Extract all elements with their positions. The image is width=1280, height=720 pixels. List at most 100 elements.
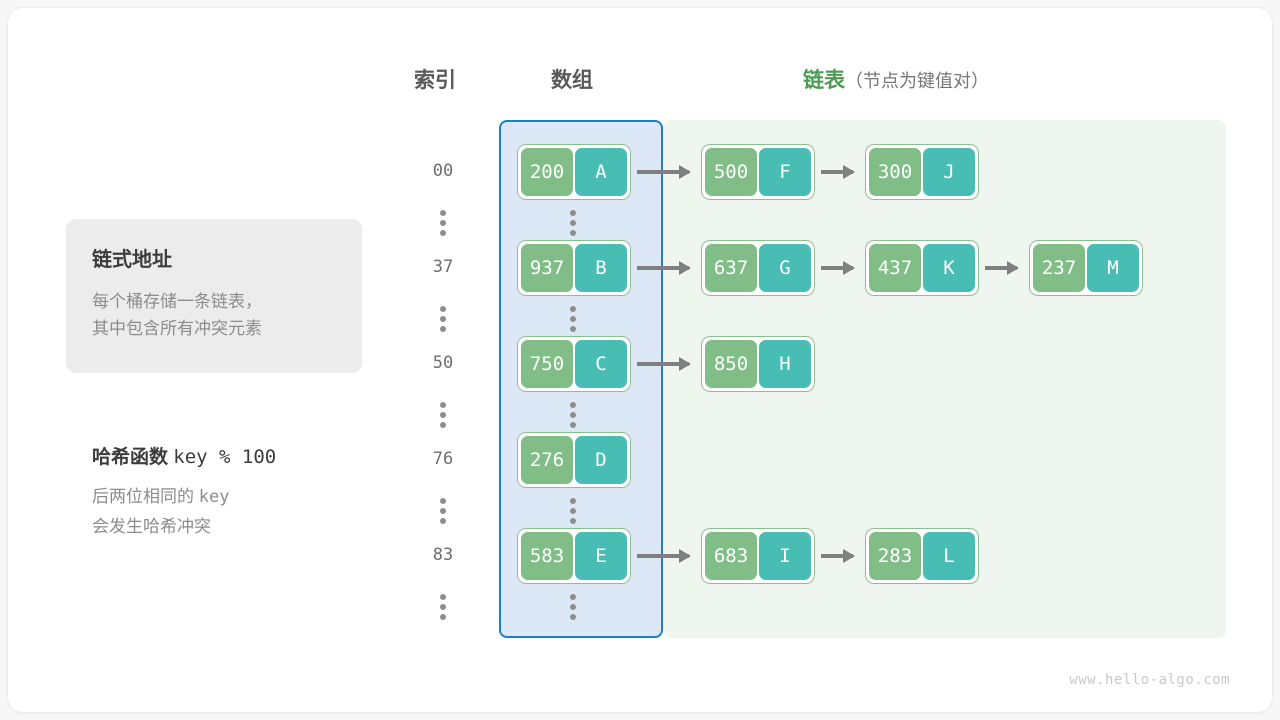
ellipsis-dot <box>570 306 576 312</box>
chain-arrow-icon <box>637 261 691 275</box>
node-value: H <box>759 340 811 388</box>
chain-arrow-icon <box>821 261 855 275</box>
node-key: 300 <box>869 148 921 196</box>
header-linked-list: 链表（节点为键值对） <box>803 64 989 94</box>
chain-arrow-icon <box>985 261 1019 275</box>
ellipsis-dot <box>440 422 446 428</box>
node-key: 283 <box>869 532 921 580</box>
chain-arrow-icon <box>821 165 855 179</box>
ellipsis-dot <box>570 498 576 504</box>
ellipsis-dot <box>440 326 446 332</box>
hash-function-code: key % 100 <box>173 446 277 468</box>
watermark: www.hello-algo.com <box>1069 672 1230 688</box>
hash-note-line-1-text: 后两位相同的 <box>92 487 194 506</box>
ellipsis-dot <box>440 614 446 620</box>
vertical-ellipsis-icon <box>440 594 446 620</box>
ellipsis-dot <box>570 210 576 216</box>
node-value: F <box>759 148 811 196</box>
chain-arrow-icon <box>637 165 691 179</box>
vertical-ellipsis-icon <box>570 210 576 236</box>
hash-note-line-1-code: key <box>198 487 230 507</box>
hash-function-title: 哈希函数 key % 100 <box>92 442 412 469</box>
index-label: 00 <box>432 161 454 181</box>
ellipsis-dot <box>440 230 446 236</box>
vertical-ellipsis-icon <box>570 306 576 332</box>
ellipsis-dot <box>570 518 576 524</box>
ellipsis-dot <box>570 220 576 226</box>
ellipsis-dot <box>440 498 446 504</box>
hash-note-line-1: 后两位相同的 key <box>92 482 412 512</box>
info-card-chaining: 链式地址 每个桶存储一条链表， 其中包含所有冲突元素 <box>66 219 362 373</box>
chain-arrow-icon <box>637 357 691 371</box>
ellipsis-dot <box>440 402 446 408</box>
node-key: 237 <box>1033 244 1085 292</box>
hash-note-line-2: 会发生哈希冲突 <box>92 517 211 536</box>
info-card-line-2: 其中包含所有冲突元素 <box>92 319 262 338</box>
ellipsis-dot <box>570 412 576 418</box>
node-key: 200 <box>521 148 573 196</box>
header-index: 索引 <box>414 69 456 92</box>
ellipsis-dot <box>440 306 446 312</box>
header-linked-list-main: 链表 <box>803 69 845 92</box>
node-key: 750 <box>521 340 573 388</box>
node-value: B <box>575 244 627 292</box>
index-label: 50 <box>432 353 454 373</box>
ellipsis-dot <box>570 604 576 610</box>
ellipsis-dot <box>570 230 576 236</box>
index-label: 83 <box>432 545 454 565</box>
node-key: 500 <box>705 148 757 196</box>
vertical-ellipsis-icon <box>440 498 446 524</box>
chain-arrow-icon <box>821 549 855 563</box>
index-label: 76 <box>432 449 454 469</box>
node-value: K <box>923 244 975 292</box>
vertical-ellipsis-icon <box>570 498 576 524</box>
ellipsis-dot <box>440 508 446 514</box>
index-label: 37 <box>432 257 454 277</box>
node-value: E <box>575 532 627 580</box>
node-key: 276 <box>521 436 573 484</box>
node-value: J <box>923 148 975 196</box>
ellipsis-dot <box>440 316 446 322</box>
vertical-ellipsis-icon <box>440 306 446 332</box>
node-key: 583 <box>521 532 573 580</box>
node-key: 637 <box>705 244 757 292</box>
chain-arrow-icon <box>637 549 691 563</box>
ellipsis-dot <box>570 594 576 600</box>
node-value: C <box>575 340 627 388</box>
node-value: A <box>575 148 627 196</box>
node-value: D <box>575 436 627 484</box>
node-key: 850 <box>705 340 757 388</box>
node-key: 437 <box>869 244 921 292</box>
header-array: 数组 <box>551 69 593 92</box>
ellipsis-dot <box>440 518 446 524</box>
hash-function-label: 哈希函数 <box>92 447 169 468</box>
header-linked-list-sub: （节点为键值对） <box>845 71 989 91</box>
vertical-ellipsis-icon <box>440 402 446 428</box>
vertical-ellipsis-icon <box>570 594 576 620</box>
ellipsis-dot <box>440 220 446 226</box>
vertical-ellipsis-icon <box>570 402 576 428</box>
ellipsis-dot <box>570 316 576 322</box>
hash-function-note: 哈希函数 key % 100 后两位相同的 key 会发生哈希冲突 <box>92 442 412 541</box>
node-value: L <box>923 532 975 580</box>
ellipsis-dot <box>570 614 576 620</box>
ellipsis-dot <box>440 412 446 418</box>
ellipsis-dot <box>440 604 446 610</box>
node-value: I <box>759 532 811 580</box>
node-key: 937 <box>521 244 573 292</box>
ellipsis-dot <box>570 508 576 514</box>
